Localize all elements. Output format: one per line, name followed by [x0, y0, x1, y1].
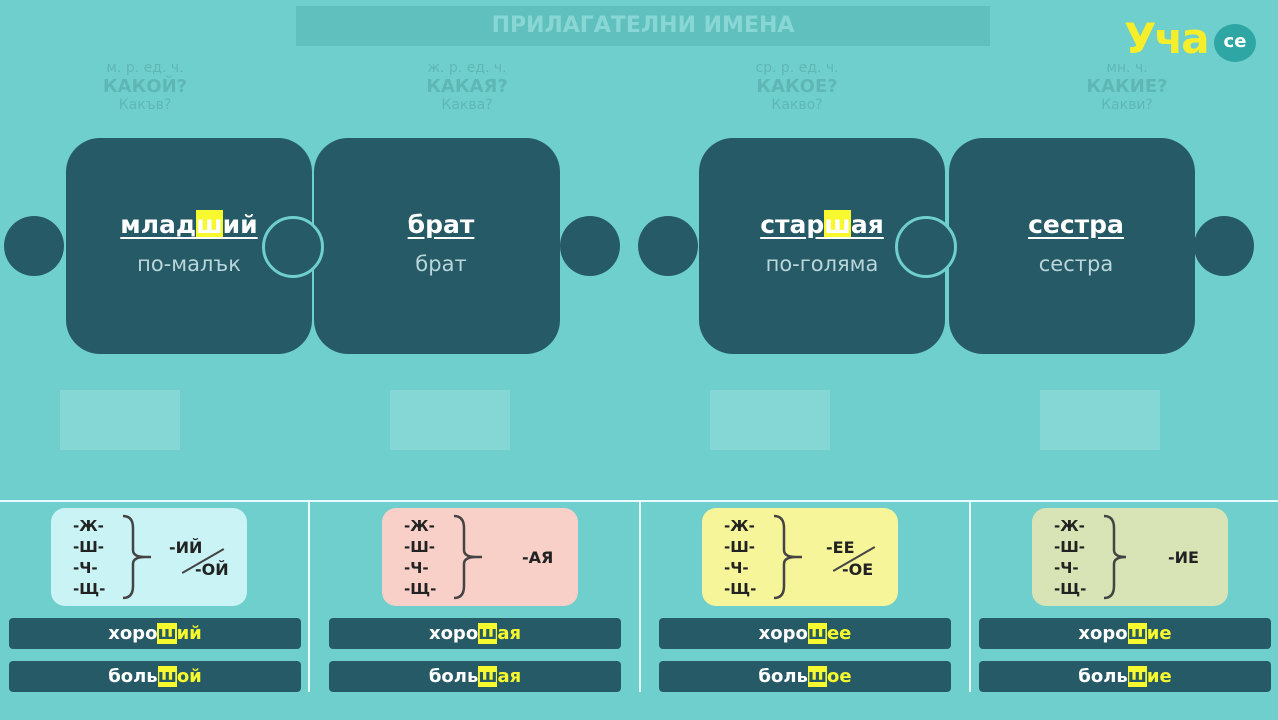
background-box — [1040, 390, 1160, 450]
background-box — [710, 390, 830, 450]
rule-letters: -Ж--Ш--Ч--Щ- — [73, 517, 106, 598]
puzzle-word: младший — [120, 210, 258, 239]
background-column: ж. р. ед. ч. КАКАЯ? Каква? — [322, 60, 612, 113]
example-word: большой — [9, 661, 301, 692]
background-column: м. р. ед. ч. КАКОЙ? Какъв? — [0, 60, 290, 113]
column-label: м. р. ед. ч. — [106, 60, 184, 76]
rule-ending: -АЯ — [522, 548, 554, 567]
puzzle-translation: сестра — [1038, 252, 1114, 276]
example-word: большая — [329, 661, 621, 692]
puzzle-piece — [314, 138, 560, 354]
section-divider — [0, 500, 1278, 502]
column-divider — [639, 502, 641, 692]
puzzle-word: старшая — [760, 210, 884, 239]
column-label: ср. р. ед. ч. — [755, 60, 839, 76]
puzzle-translation: по-малък — [137, 252, 241, 276]
background-box — [60, 390, 180, 450]
rule-box-plural: -Ж--Ш--Ч--Щ- -ИЕ — [1032, 508, 1228, 606]
column-label: мн. ч. — [1106, 60, 1148, 76]
logo-badge: се — [1214, 24, 1256, 62]
rule-ending: -ИЕ — [1168, 548, 1199, 567]
example-word: хорошие — [979, 618, 1271, 649]
puzzle-nub — [4, 216, 64, 276]
puzzle-translation: по-голяма — [765, 252, 879, 276]
rule-letters: -Ж--Ш--Ч--Щ- — [724, 517, 757, 598]
example-word: большое — [659, 661, 951, 692]
rule-letters: -Ж--Ш--Ч--Щ- — [404, 517, 437, 598]
brace-icon — [122, 514, 151, 600]
puzzle-piece — [949, 138, 1195, 354]
puzzle-nub — [1194, 216, 1254, 276]
example-word: большие — [979, 661, 1271, 692]
background-title: ПРИЛАГАТЕЛНИ ИМЕНА — [296, 6, 990, 46]
example-word: хорошая — [329, 618, 621, 649]
column-sub: Каква? — [441, 97, 493, 113]
column-question: КАКОЙ? — [102, 76, 188, 97]
background-box — [390, 390, 510, 450]
brace-icon — [1103, 514, 1127, 600]
puzzle-word: сестра — [1028, 210, 1124, 239]
background-column: мн. ч. КАКИЕ? Какви? — [982, 60, 1272, 113]
logo[interactable]: Уча — [1124, 14, 1210, 63]
puzzle-nub — [560, 216, 620, 276]
puzzle-nub — [638, 216, 698, 276]
rule-ending: -ИЙ — [169, 538, 203, 557]
column-question: КАКИЕ? — [1086, 76, 1168, 97]
background-column: ср. р. ед. ч. КАКОЕ? Какво? — [652, 60, 942, 113]
puzzle-connector — [262, 216, 324, 278]
rule-box-masculine: -Ж--Ш--Ч--Щ- -ИЙ -ОЙ — [51, 508, 247, 606]
column-sub: Какво? — [771, 97, 823, 113]
column-divider — [308, 502, 310, 692]
puzzle-word: брат — [407, 210, 475, 239]
puzzle-translation: брат — [415, 252, 467, 276]
rule-ending-struck: -ОЕ — [842, 560, 874, 579]
column-sub: Какъв? — [118, 97, 172, 113]
column-question: КАКАЯ? — [426, 76, 508, 97]
rule-box-feminine: -Ж--Ш--Ч--Щ- -АЯ — [382, 508, 578, 606]
brace-icon — [773, 514, 802, 600]
rule-box-neuter: -Ж--Ш--Ч--Щ- -ЕЕ -ОЕ — [702, 508, 898, 606]
example-word: хорошее — [659, 618, 951, 649]
rule-ending-struck: -ОЙ — [195, 560, 229, 579]
brace-icon — [453, 514, 482, 600]
column-sub: Какви? — [1101, 97, 1153, 113]
column-question: КАКОЕ? — [756, 76, 838, 97]
column-label: ж. р. ед. ч. — [427, 60, 507, 76]
rule-ending: -ЕЕ — [826, 538, 855, 557]
rule-letters: -Ж--Ш--Ч--Щ- — [1054, 517, 1087, 598]
example-word: хороший — [9, 618, 301, 649]
puzzle-connector — [895, 216, 957, 278]
column-divider — [969, 502, 971, 692]
